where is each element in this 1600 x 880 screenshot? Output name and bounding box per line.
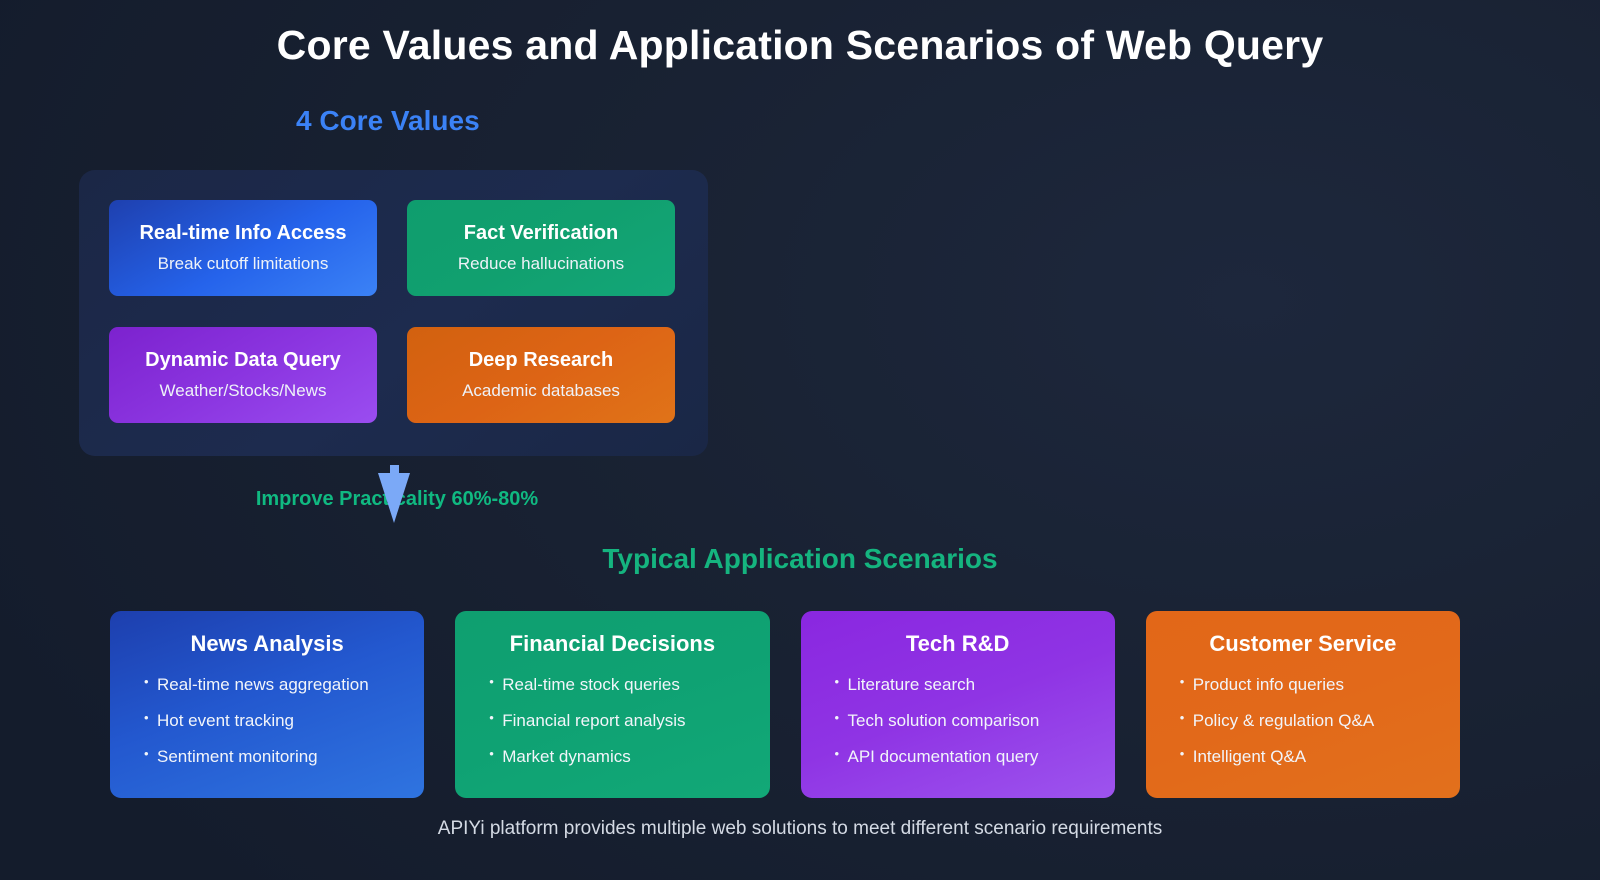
- core-value-card-fact-verification[interactable]: Fact Verification Reduce hallucinations: [407, 200, 675, 296]
- core-value-title: Fact Verification: [463, 222, 619, 245]
- list-item: Product info queries: [1180, 675, 1442, 693]
- list-item: Real-time news aggregation: [144, 675, 406, 693]
- scenario-card-financial-decisions[interactable]: Financial Decisions Real-time stock quer…: [455, 611, 770, 798]
- footer-note: APIYi platform provides multiple web sol…: [437, 818, 1163, 839]
- list-item: Financial report analysis: [489, 711, 751, 729]
- core-values-panel: Real-time Info Access Break cutoff limit…: [79, 170, 708, 456]
- list-item: Hot event tracking: [144, 711, 406, 729]
- scenarios-section-label: Typical Application Scenarios: [602, 543, 998, 574]
- core-value-title: Dynamic Data Query: [145, 349, 341, 372]
- list-item: Intelligent Q&A: [1180, 747, 1442, 765]
- scenario-item-list: Real-time stock queries Financial report…: [473, 675, 751, 765]
- arrow-head: [378, 473, 410, 523]
- core-value-subtitle: Academic databases: [462, 381, 620, 401]
- page-title: Core Values and Application Scenarios of…: [276, 22, 1324, 68]
- scenario-title: Financial Decisions: [509, 631, 716, 656]
- scenario-title: Customer Service: [1209, 631, 1397, 656]
- list-item: Market dynamics: [489, 747, 751, 765]
- arrow-down-icon: [378, 465, 410, 523]
- core-value-subtitle: Weather/Stocks/News: [159, 381, 327, 401]
- list-item: Literature search: [835, 675, 1097, 693]
- core-value-card-dynamic-data-query[interactable]: Dynamic Data Query Weather/Stocks/News: [109, 327, 377, 423]
- core-value-card-real-time-info-access[interactable]: Real-time Info Access Break cutoff limit…: [109, 200, 377, 296]
- scenario-title: Tech R&D: [905, 631, 1010, 656]
- core-values-grid: Real-time Info Access Break cutoff limit…: [109, 200, 675, 423]
- core-value-subtitle: Break cutoff limitations: [157, 254, 329, 274]
- core-value-title: Real-time Info Access: [139, 222, 347, 245]
- core-value-card-deep-research[interactable]: Deep Research Academic databases: [407, 327, 675, 423]
- list-item: Tech solution comparison: [835, 711, 1097, 729]
- core-value-title: Deep Research: [468, 349, 614, 372]
- scenario-item-list: Literature search Tech solution comparis…: [819, 675, 1097, 765]
- list-item: API documentation query: [835, 747, 1097, 765]
- list-item: Real-time stock queries: [489, 675, 751, 693]
- list-item: Sentiment monitoring: [144, 747, 406, 765]
- arrow-stem: [390, 465, 399, 476]
- connector-group: Improve Practicality 60%-80%: [0, 462, 800, 532]
- scenario-card-news-analysis[interactable]: News Analysis Real-time news aggregation…: [110, 611, 425, 798]
- core-value-subtitle: Reduce hallucinations: [457, 254, 625, 274]
- scenario-card-customer-service[interactable]: Customer Service Product info queries Po…: [1145, 611, 1460, 798]
- list-item: Policy & regulation Q&A: [1180, 711, 1442, 729]
- scenario-title: News Analysis: [190, 631, 344, 656]
- scenarios-row: News Analysis Real-time news aggregation…: [110, 611, 1460, 798]
- scenario-item-list: Product info queries Policy & regulation…: [1164, 675, 1442, 765]
- scenario-item-list: Real-time news aggregation Hot event tra…: [128, 675, 406, 765]
- core-values-section-label: 4 Core Values: [296, 105, 480, 136]
- scenario-card-tech-rd[interactable]: Tech R&D Literature search Tech solution…: [800, 611, 1115, 798]
